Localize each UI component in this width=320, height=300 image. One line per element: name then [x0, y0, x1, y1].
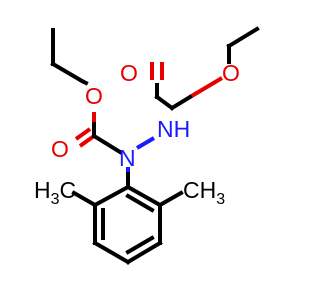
bond-carbonyl-c-nh — [154, 94, 175, 111]
methyl-right-ch: CH — [183, 177, 216, 203]
methyl-left-h: H — [34, 177, 51, 203]
carbonyl-oxygen-right-label: O — [120, 60, 138, 86]
ester-oxygen-right-label: O — [222, 60, 240, 86]
carbonyl-oxygen-left-label: O — [51, 136, 69, 162]
ester-oxygen-left-label: O — [85, 83, 103, 109]
ring-inner-1 — [125, 193, 155, 213]
bond-ch3-ch2-right — [226, 26, 260, 49]
svg-text:CH3: CH3 — [183, 177, 225, 208]
left-ethyl-chain — [50, 28, 85, 84]
bond-carbonyl-double-b — [74, 127, 92, 141]
ring-inner-2 — [125, 235, 155, 255]
bond-methyl-right — [157, 190, 184, 208]
methyl-right-label: CH3 — [183, 177, 225, 208]
benzene-ring — [92, 184, 163, 265]
ring-bond-6 — [92, 184, 131, 208]
nh-label: NH — [157, 116, 190, 142]
methyl-right-sub: 3 — [216, 191, 225, 208]
bond-ch2-o-left — [50, 61, 85, 84]
svg-text:H3C: H3C — [34, 177, 76, 208]
molecule-structure: O O O O N NH H3C CH3 — [34, 26, 260, 265]
bond-o-c-right-a — [188, 76, 224, 99]
bond-c-o-right-black — [169, 94, 193, 111]
bond-carbonyl-double-a — [78, 134, 96, 148]
methyl-left-label: H3C — [34, 177, 76, 208]
ring-bond-1 — [125, 184, 163, 208]
bond-methyl-left — [71, 190, 98, 208]
bond-n-nh — [135, 136, 156, 150]
bond-ch2-o-left-ext — [79, 78, 89, 86]
ring-bond-3 — [125, 240, 163, 265]
methyl-left-sub: 3 — [51, 191, 60, 208]
nitrogen-label: N — [119, 145, 136, 171]
bond-carbonyl-c-to-n — [91, 133, 123, 155]
methyl-left-c: C — [60, 177, 77, 203]
ring-bond-4 — [92, 240, 131, 265]
